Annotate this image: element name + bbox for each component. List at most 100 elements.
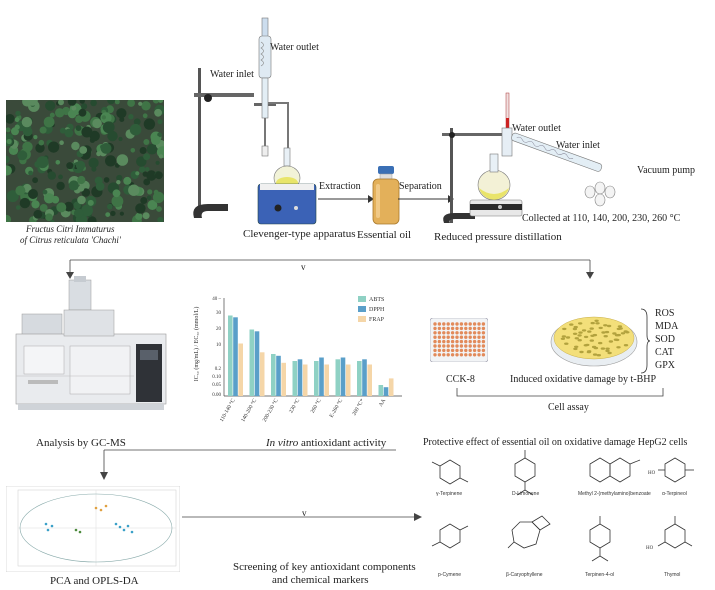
cck8-label: CCK-8	[446, 374, 475, 385]
chart-y-tick-label: 40 –	[212, 297, 221, 302]
chart-legend-label: FRAP	[369, 317, 385, 323]
fruit-blob	[141, 101, 151, 111]
fruit-blob	[143, 139, 150, 145]
cell-mark	[616, 333, 621, 337]
v-marker-2: v	[302, 508, 307, 518]
chart-bar	[378, 385, 384, 396]
plate-well	[472, 335, 477, 339]
cell-mark	[623, 344, 629, 347]
cell-mark	[573, 325, 578, 329]
fruit-blob	[146, 143, 158, 155]
plate-well	[481, 326, 486, 331]
plate-well	[450, 339, 455, 344]
fruit-blob	[142, 171, 148, 177]
fruit-blob	[156, 206, 162, 212]
fruit-blob	[79, 100, 85, 104]
fruit-blob	[43, 193, 55, 204]
plate-well	[455, 339, 459, 344]
fruit-blob	[111, 195, 124, 208]
fruit-blob	[102, 121, 115, 134]
plate-well	[468, 344, 472, 348]
plate-well	[446, 322, 450, 326]
svg-text:HO: HO	[648, 471, 656, 476]
plate-well	[477, 322, 481, 326]
water-inlet-label-1: Water inlet	[210, 69, 254, 80]
chart-bar	[297, 359, 303, 397]
fruit-blob	[63, 201, 74, 212]
cell-mark	[562, 327, 567, 331]
plate-well	[472, 326, 477, 331]
chart-x-tick-label: 140-200 °C	[239, 397, 258, 423]
fruit-blob	[100, 112, 112, 124]
fruit-blob	[58, 100, 64, 106]
fruit-blob	[123, 176, 132, 185]
extraction-arrow	[318, 195, 374, 203]
cell-assay-label: Cell assay	[548, 402, 589, 413]
chart-y-label: IC₅₀ (mg/mL) / EC₅₀ (mmol/L)	[193, 307, 200, 382]
cell-mark	[612, 332, 617, 335]
fruit-photo	[6, 100, 164, 222]
fruit-blob	[43, 116, 55, 128]
fruit-blob	[59, 140, 64, 145]
fruit-blob	[71, 141, 80, 151]
fruit-blob	[66, 162, 74, 170]
cell-mark	[616, 346, 621, 349]
reduced-pressure-label: Reduced pressure distillation	[434, 231, 562, 243]
plate-well	[464, 326, 468, 331]
plate-well	[437, 322, 442, 326]
water-outlet-label-1: Water outlet	[270, 42, 319, 53]
fruit-blob	[151, 135, 161, 145]
fruit-blob	[135, 171, 140, 176]
fruit-blob	[157, 216, 164, 222]
fruit-blob	[116, 180, 121, 185]
fruit-blob	[105, 155, 117, 167]
plate-well	[446, 331, 450, 335]
chart-legend-swatch	[358, 306, 366, 312]
fruit-blob	[15, 205, 21, 210]
screening-line2: and chemical markers	[272, 574, 369, 586]
antioxidant-label: In vitro antioxidant activity	[266, 437, 386, 449]
plate-well	[446, 344, 450, 348]
cell-mark	[603, 335, 608, 338]
plate-well	[459, 339, 464, 344]
plate-well	[459, 353, 464, 357]
fruit-blob	[14, 124, 20, 130]
plate-well	[459, 322, 464, 326]
plate-well	[481, 331, 486, 335]
svg-text:HO: HO	[646, 546, 654, 551]
chart-bar	[319, 357, 324, 396]
protective-label: Protective effect of essential oil on ox…	[423, 437, 688, 448]
plate-well	[468, 331, 472, 335]
fruit-blob	[77, 175, 86, 185]
fruit-blob	[78, 108, 87, 117]
marker-list: ROS MDA SOD CAT GPX	[655, 307, 695, 372]
cell-mark	[572, 327, 578, 331]
chart-bar	[388, 378, 394, 396]
plate-well	[459, 348, 464, 353]
water-inlet-label-2: Water inlet	[556, 140, 600, 151]
marker-cat: CAT	[655, 347, 674, 358]
cell-mark	[608, 340, 614, 343]
fruit-blob	[56, 181, 65, 191]
plate-well	[433, 348, 437, 353]
chart-bar	[271, 354, 276, 396]
plate-well	[455, 335, 459, 339]
oxidative-label: Induced oxidative damage by t-BHP	[510, 374, 657, 385]
plate-well	[450, 353, 455, 357]
cell-mark	[600, 347, 606, 350]
chart-y-tick-label: 0.10	[212, 375, 221, 380]
plate-well	[459, 331, 464, 335]
plate-well	[450, 344, 455, 348]
plate-well	[468, 339, 472, 344]
fruit-blob	[19, 197, 31, 209]
compound-structures: HO HO	[431, 450, 694, 562]
essential-oil-label: Essential oil	[357, 229, 412, 241]
fruit-blob	[33, 209, 43, 219]
fruit-blob	[136, 156, 147, 167]
chart-bar	[357, 361, 362, 396]
marker-sod: SOD	[655, 334, 676, 345]
chart-bar	[281, 362, 286, 397]
fruit-blob	[143, 178, 151, 186]
fruit-blob	[67, 100, 77, 106]
